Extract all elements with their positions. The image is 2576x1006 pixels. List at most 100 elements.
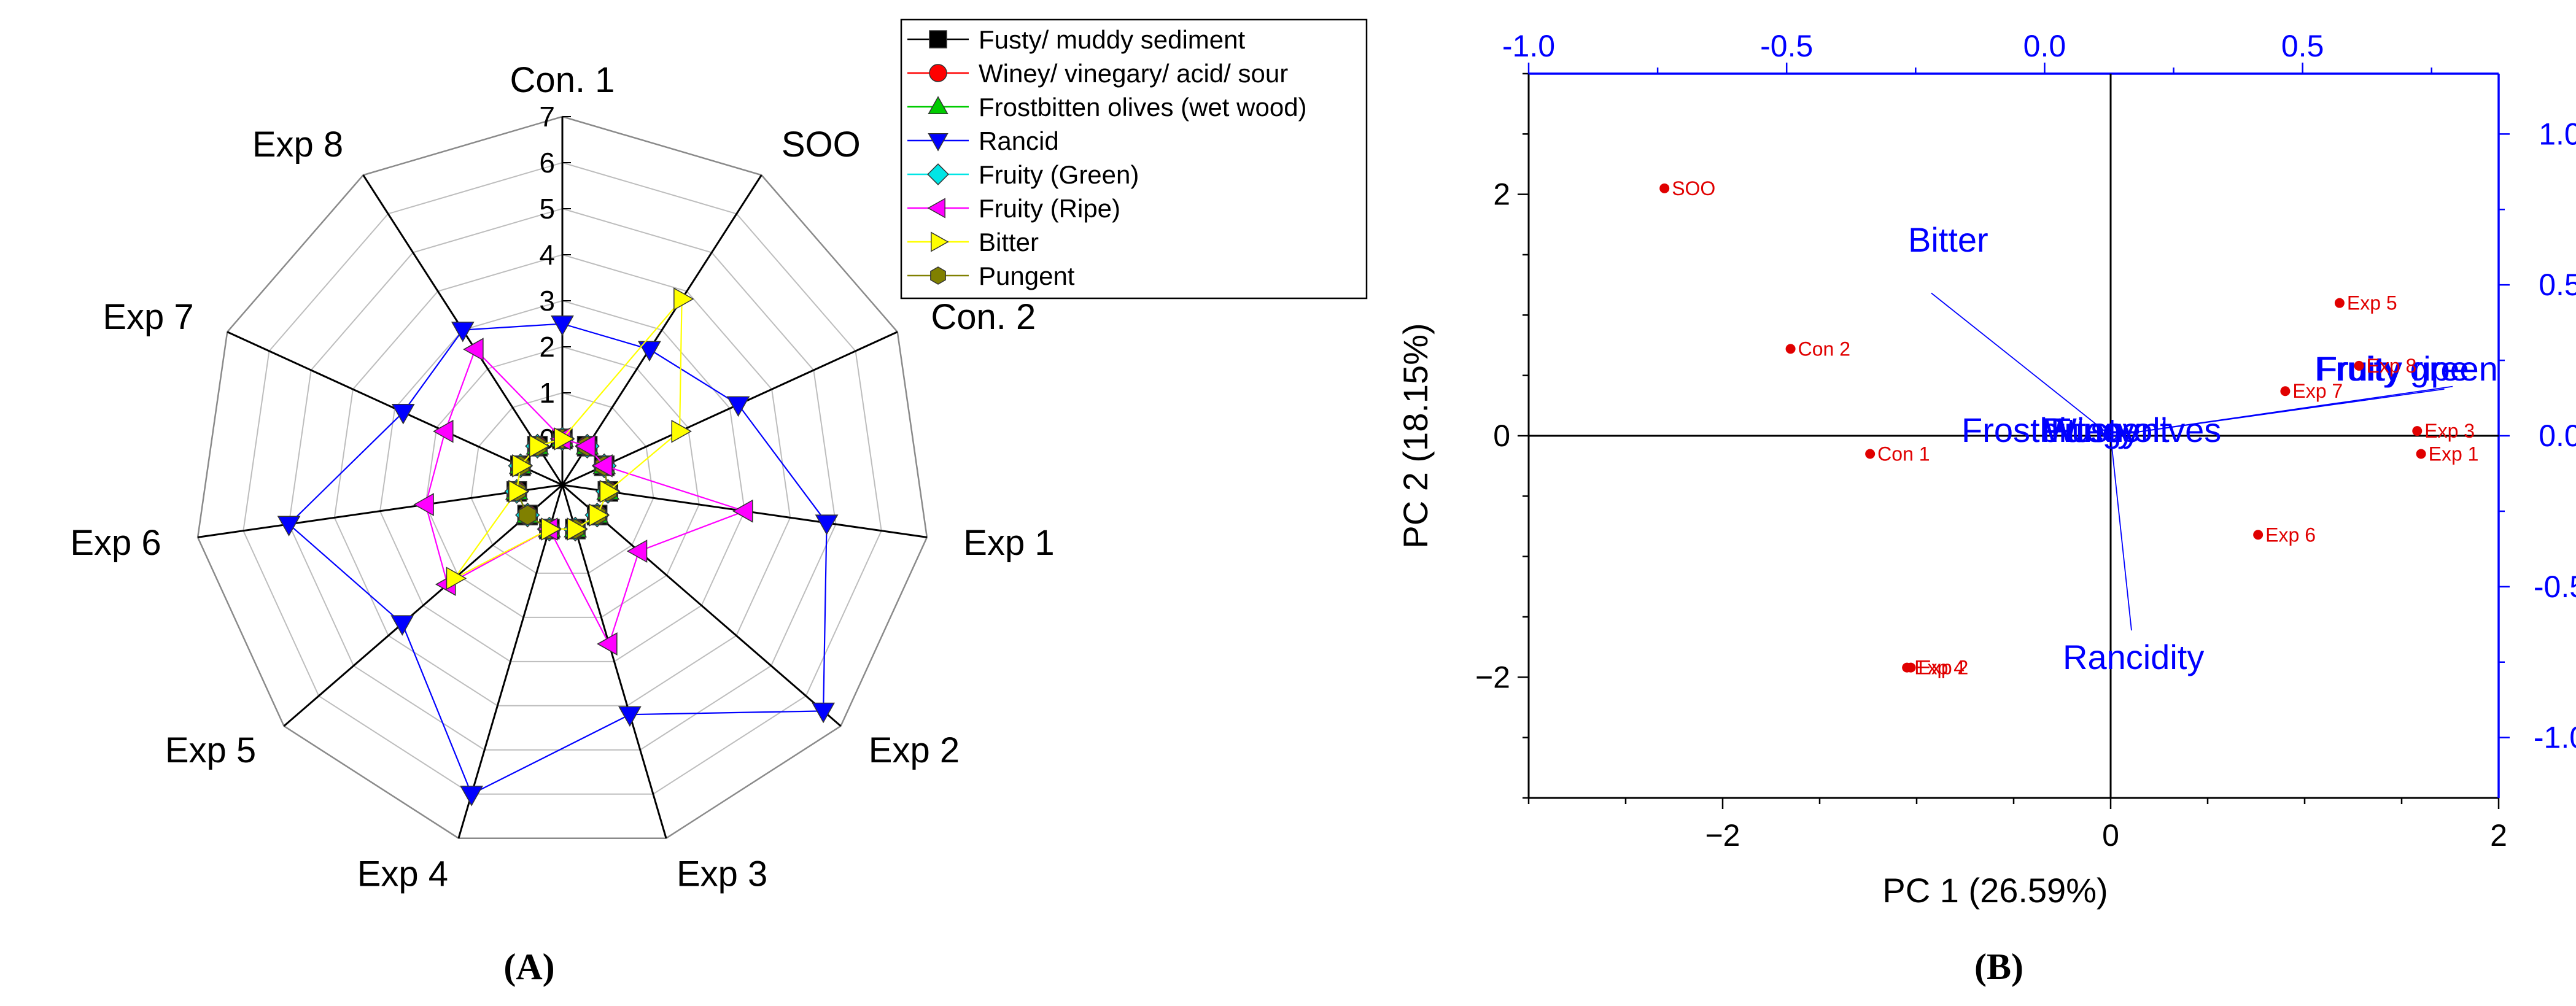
radar-series-line xyxy=(425,348,747,646)
radar-point xyxy=(589,503,610,527)
legend-marker xyxy=(930,266,946,285)
score-point-exp-7 xyxy=(2280,386,2291,397)
radar-series-rancid xyxy=(277,315,839,807)
radar-point xyxy=(433,419,454,443)
radar-point xyxy=(732,499,753,523)
radar-point xyxy=(618,706,642,727)
legend-label: Bitter xyxy=(979,228,1039,257)
radar-point xyxy=(554,427,575,451)
score-label-exp-8: Exp 8 xyxy=(2366,355,2416,377)
score-point-soo xyxy=(1659,183,1670,193)
loading-label-winey: Winey xyxy=(2044,411,2140,449)
radar-point xyxy=(726,396,750,417)
legend-label: Pungent xyxy=(979,261,1075,290)
radar-category-label: Exp 2 xyxy=(869,730,960,770)
score-label-con-1: Con 1 xyxy=(1877,443,1930,465)
biplot-chart: −202−202-1.0-0.50.00.5-1.0-0.50.00.51.0P… xyxy=(1396,29,2576,910)
legend-item-winey-vinegary-acid-sour: Winey/ vinegary/ acid/ sour xyxy=(907,59,1288,88)
radar-point xyxy=(508,479,529,503)
radar-category-label: Exp 6 xyxy=(70,523,161,563)
radar-category-label: Con. 1 xyxy=(510,60,615,100)
radar-category-label: Exp 1 xyxy=(963,523,1054,563)
panel-label-a: (A) xyxy=(503,946,554,987)
radar-point xyxy=(567,517,588,541)
top-x-tick-label: 0.5 xyxy=(2281,29,2324,63)
radar-point xyxy=(551,315,574,336)
score-point-exp-5 xyxy=(2334,298,2345,308)
x-tick-label: 0 xyxy=(2102,818,2119,853)
legend-item-fruity-green: Fruity (Green) xyxy=(907,160,1139,189)
score-label-exp-2: Exp 2 xyxy=(1918,657,1969,679)
radar-category-label: Exp 8 xyxy=(252,125,343,164)
top-x-tick-label: -0.5 xyxy=(1760,29,1813,63)
loading-label-frostbitten-olives: Frostbitten olives xyxy=(1961,411,2221,449)
legend-marker xyxy=(929,30,947,48)
score-point-con-2 xyxy=(1785,344,1796,354)
radar-spoke xyxy=(457,484,564,839)
radar-point xyxy=(413,493,434,516)
legend-marker xyxy=(928,133,949,152)
loading-vector-rancidity xyxy=(2110,435,2132,631)
y-tick-label: 0 xyxy=(1493,419,1510,453)
radar-point xyxy=(599,479,621,503)
score-point-exp-3 xyxy=(2412,426,2423,436)
radar-point xyxy=(592,454,613,478)
right-y-tick-label: 0.5 xyxy=(2539,268,2576,302)
loading-vector-bitter xyxy=(1931,292,2111,436)
x-tick-label: 2 xyxy=(2490,818,2507,853)
loading-label-fruity-ripe: Fruity ripe xyxy=(2316,349,2469,388)
radar-point xyxy=(518,505,537,525)
radar-tick-label: 5 xyxy=(539,193,555,225)
radar-category-label: Exp 5 xyxy=(165,730,256,770)
score-label-exp-4: Exp 4 xyxy=(1914,657,1965,679)
score-label-exp-7: Exp 7 xyxy=(2292,380,2343,402)
radar-point xyxy=(671,419,692,443)
legend-item-bitter: Bitter xyxy=(907,228,1039,257)
loading-vector-fruity-ripe xyxy=(2110,388,2445,436)
radar-point xyxy=(390,615,414,636)
legend-marker xyxy=(931,231,949,252)
radar-point xyxy=(638,341,661,362)
score-label-exp-1: Exp 1 xyxy=(2429,443,2479,465)
score-label-soo: SOO xyxy=(1672,177,1715,199)
radar-grid-ring xyxy=(333,253,791,706)
legend-marker xyxy=(927,163,949,185)
radar-point xyxy=(391,404,415,425)
panel-label-b: (B) xyxy=(1974,946,2023,987)
top-x-tick-label: -1.0 xyxy=(1502,29,1555,63)
radar-point xyxy=(673,287,694,311)
radar-category-label: Exp 4 xyxy=(357,854,448,894)
legend-item-frostbitten-olives-wet-wood: Frostbitten olives (wet wood) xyxy=(907,93,1307,122)
radar-point xyxy=(626,540,648,563)
legend-label: Fruity (Ripe) xyxy=(979,194,1120,223)
legend-item-fusty-muddy-sediment: Fusty/ muddy sediment xyxy=(907,25,1246,54)
legend-label: Winey/ vinegary/ acid/ sour xyxy=(979,59,1288,88)
radar-point xyxy=(463,338,484,362)
radar-tick-label: 6 xyxy=(539,147,555,179)
legend-item-rancid: Rancid xyxy=(907,126,1059,155)
legend-label: Fruity (Green) xyxy=(979,160,1139,189)
radar-category-label: Exp 7 xyxy=(103,297,193,337)
score-label-exp-6: Exp 6 xyxy=(2265,524,2316,546)
score-label-exp-5: Exp 5 xyxy=(2347,292,2397,314)
radar-point xyxy=(541,517,562,541)
y-axis-title: PC 2 (18.15%) xyxy=(1396,323,1435,548)
radar-grid-ring xyxy=(470,392,654,574)
radar-series-fruity-ripe xyxy=(413,338,753,656)
radar-spoke xyxy=(562,484,842,727)
y-tick-label: −2 xyxy=(1475,660,1510,694)
score-label-exp-3: Exp 3 xyxy=(2424,420,2475,442)
radar-point xyxy=(815,514,839,535)
right-y-tick-label: 1.0 xyxy=(2539,117,2576,151)
radar-category-label: SOO xyxy=(782,125,861,164)
legend-box xyxy=(900,18,1368,300)
radar-category-label: Con. 2 xyxy=(931,297,1036,337)
legend-marker xyxy=(927,198,945,219)
radar-grid-ring xyxy=(196,115,928,839)
radar-grid-ring xyxy=(379,300,745,662)
score-label-con-2: Con 2 xyxy=(1798,338,1850,360)
radar-series-line xyxy=(287,323,828,795)
radar-tick-label: 4 xyxy=(539,239,555,271)
